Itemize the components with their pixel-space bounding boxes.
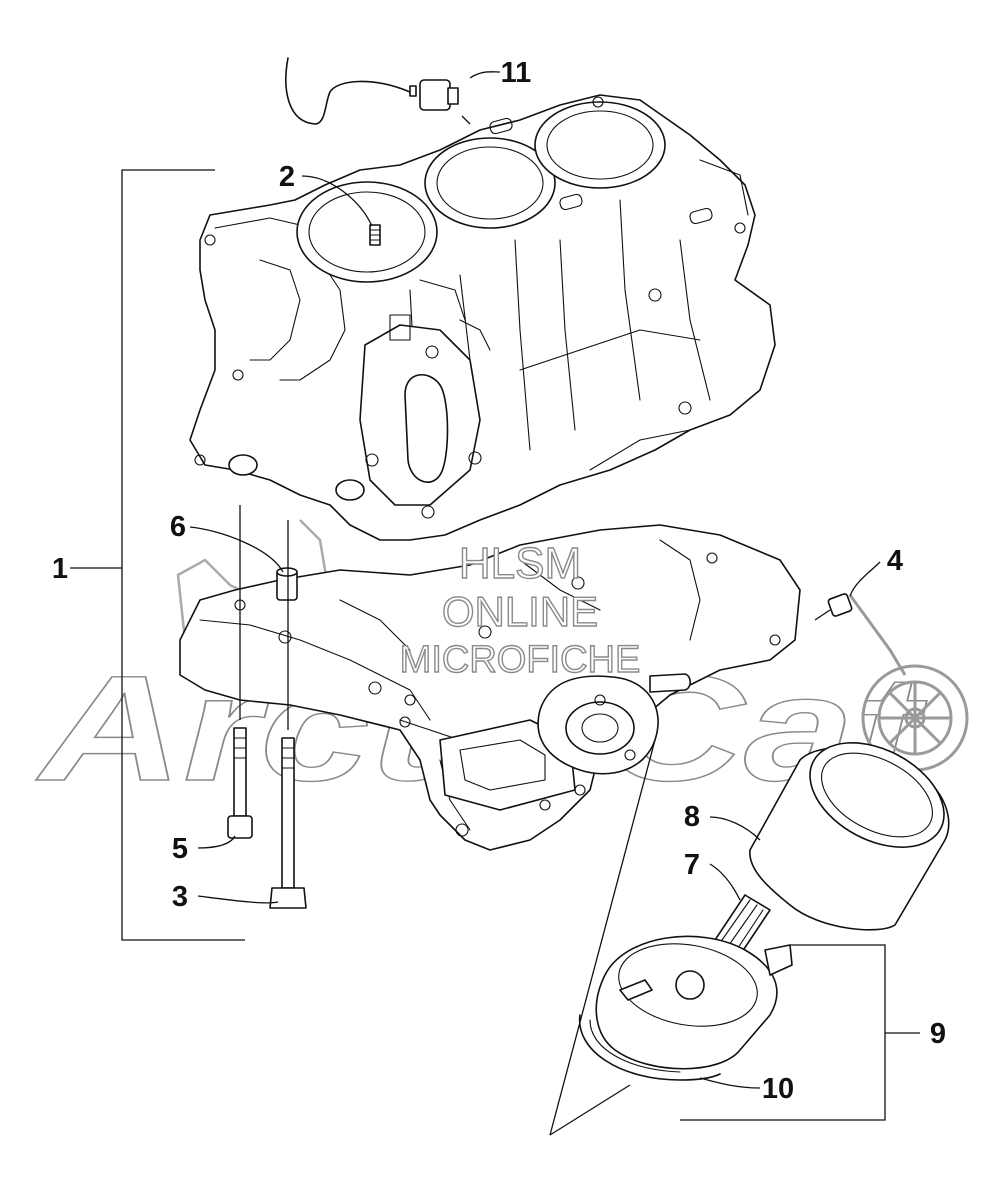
bolt-3 bbox=[269, 520, 307, 909]
drain-plug bbox=[814, 593, 853, 621]
callout-5: 5 bbox=[172, 833, 188, 865]
oil-filter-mount bbox=[537, 673, 692, 775]
callout-7: 7 bbox=[684, 849, 700, 881]
callout-8: 8 bbox=[684, 801, 700, 833]
watermark-line-1: HLSM bbox=[459, 539, 581, 588]
oil-filter-assembly bbox=[549, 739, 950, 1136]
cylinder-block bbox=[189, 94, 776, 541]
oil-filter-cartridge bbox=[749, 742, 950, 931]
assembly-bracket-1 bbox=[70, 169, 245, 941]
oil-filter-housing bbox=[595, 935, 793, 1070]
callout-11: 11 bbox=[501, 57, 532, 89]
leader-lines bbox=[189, 71, 881, 1089]
wheel-watermark-icon bbox=[848, 594, 969, 772]
callout-3: 3 bbox=[172, 881, 188, 913]
dowel-stud bbox=[369, 224, 381, 246]
callout-1: 1 bbox=[52, 553, 68, 585]
knock-sensor bbox=[285, 57, 471, 125]
callouts: 11 2 1 6 4 5 3 8 7 9 10 bbox=[52, 57, 946, 1105]
bolt-5 bbox=[227, 505, 253, 839]
watermark-line-2: ONLINE bbox=[442, 588, 598, 635]
callout-2: 2 bbox=[279, 161, 295, 193]
o-ring bbox=[578, 1014, 721, 1081]
callout-6: 6 bbox=[170, 511, 186, 543]
assembly-bracket-9 bbox=[680, 944, 920, 1121]
callout-9: 9 bbox=[930, 1018, 946, 1050]
lower-crankcase bbox=[179, 524, 853, 851]
dowel-pin bbox=[276, 567, 298, 601]
callout-10: 10 bbox=[762, 1073, 794, 1105]
watermark-line-3: MICROFICHE bbox=[400, 639, 641, 681]
callout-4: 4 bbox=[887, 545, 903, 577]
center-watermark: HLSM ONLINE MICROFICHE bbox=[399, 538, 641, 681]
